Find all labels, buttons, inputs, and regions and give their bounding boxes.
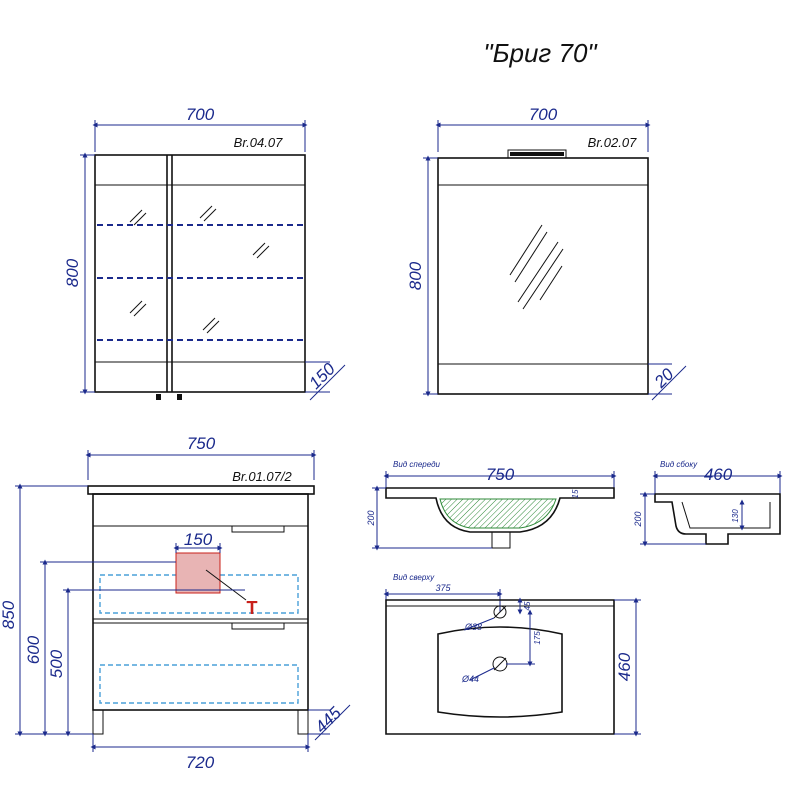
sink-top-label: Вид сверху: [393, 573, 435, 582]
sink-front-width: 750: [486, 465, 515, 484]
mirror-cabinet-width: 700: [186, 105, 215, 124]
sink-top-d38: Ø38: [464, 622, 482, 632]
mirror-cabinet-height: 800: [63, 258, 82, 287]
sink-top-off45: 45: [523, 601, 532, 610]
water-marker: T: [247, 598, 258, 618]
cutout-width: 150: [184, 530, 213, 549]
mirror-height: 800: [406, 261, 425, 290]
sink-top-offset: 375: [435, 583, 451, 593]
vanity-h500: 500: [47, 649, 66, 678]
sink-top-d44: Ø44: [461, 674, 479, 684]
vanity-top-width: 750: [187, 434, 216, 453]
mirror-cabinet-bottom: 150: [305, 359, 339, 393]
sink-side-label: Вид сбоку: [660, 460, 698, 469]
sink-side-view: Вид сбоку 460 130 200: [633, 460, 783, 547]
vanity-code: Br.01.07/2: [232, 469, 292, 484]
sink-side-width: 460: [704, 465, 733, 484]
product-title: "Бриг 70": [483, 38, 598, 68]
sink-side-depth-inner: 130: [731, 509, 740, 523]
vanity-height: 850: [0, 600, 18, 629]
vanity-h600: 600: [24, 635, 43, 664]
sink-top-view: Вид сверху 375 Ø38 Ø44 45 175 460: [383, 573, 641, 737]
mirror-bottom: 20: [650, 364, 678, 392]
siphon-cutout: [175, 552, 221, 594]
sink-top-depth: 460: [615, 652, 634, 681]
sink-front-height: 200: [366, 510, 376, 526]
vanity-body-width: 720: [186, 753, 215, 772]
mirror-code: Br.02.07: [588, 135, 637, 150]
sink-top-off175: 175: [533, 631, 542, 645]
vanity-depth: 445: [311, 703, 345, 737]
mirror-cabinet-view: 700 Br.04.07 800 150: [63, 105, 346, 401]
mirror-view: 700 Br.02.07 800 20: [406, 105, 687, 401]
sink-front-label: Вид спереди: [393, 460, 441, 469]
sink-front-view: Вид спереди 750 200 15: [366, 460, 617, 551]
mirror-width: 700: [529, 105, 558, 124]
sink-front-thickness: 15: [571, 489, 580, 498]
vanity-view: 750 Br.01.07/2 150 T 850 600 500 720: [0, 434, 351, 772]
sink-side-height: 200: [633, 511, 643, 527]
mirror-cabinet-code: Br.04.07: [234, 135, 283, 150]
